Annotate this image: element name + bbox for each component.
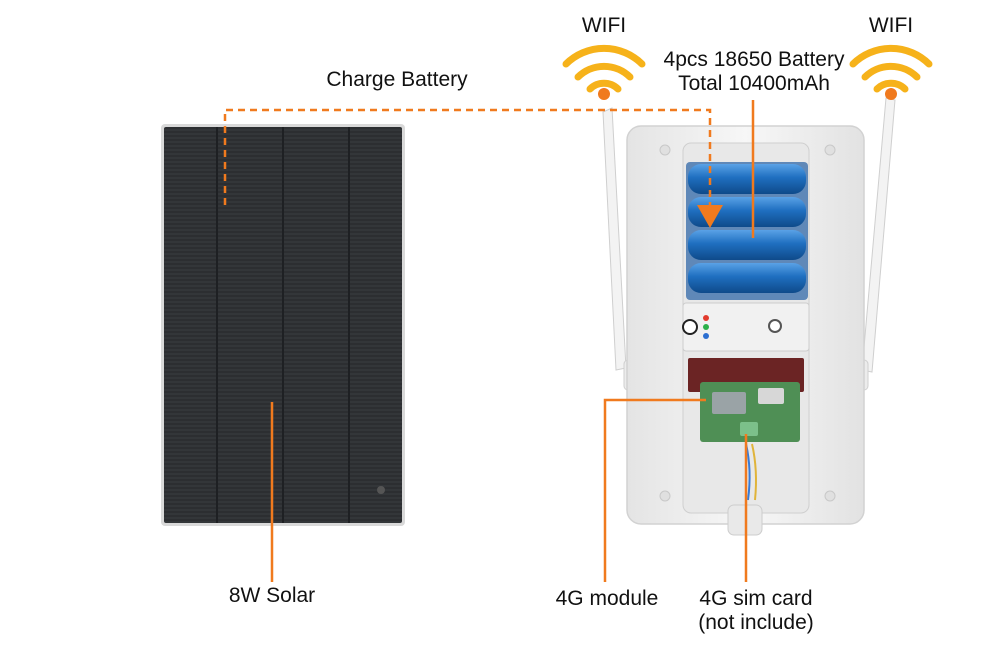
led-blue [703,333,709,339]
sim-label-line1: 4G sim card [699,587,813,610]
led-red [703,315,709,321]
device-housing [602,97,896,536]
battery-cell [688,263,806,293]
battery-cell [688,197,806,227]
antenna-left [602,107,627,371]
pcb-cable [751,443,757,501]
enclosure-screw [824,490,836,502]
arrow-down-icon [697,205,723,228]
sim-slot [740,422,758,436]
wifi-icon [562,44,646,100]
enclosure-screw [659,490,671,502]
power-switch [682,319,698,335]
wifi-label-right: WIFI [868,14,914,37]
enclosure-screw [659,144,671,156]
pcb-chip [712,392,746,414]
pcb-connector [758,388,784,404]
wifi-icon [849,44,933,100]
control-plate [682,302,810,352]
enclosure-screw [824,144,836,156]
led-green [703,324,709,330]
battery-cell [688,230,806,260]
sim-label-line2: (not include) [698,611,814,634]
module-callout-line [603,398,706,582]
wifi-label-left: WIFI [581,14,627,37]
solar-label: 8W Solar [228,584,316,607]
antenna-right [861,97,896,373]
solar-panel-screw [377,486,385,494]
reset-button [768,319,782,333]
charge-battery-label: Charge Battery [326,68,468,91]
battery-cell [688,164,806,194]
battery-label-line2: Total 10400mAh [678,72,830,95]
solar-panel [161,124,405,526]
charge-battery-path [223,108,712,205]
module-label: 4G module [555,587,659,610]
battery-label-line1: 4pcs 18650 Battery [663,48,845,71]
